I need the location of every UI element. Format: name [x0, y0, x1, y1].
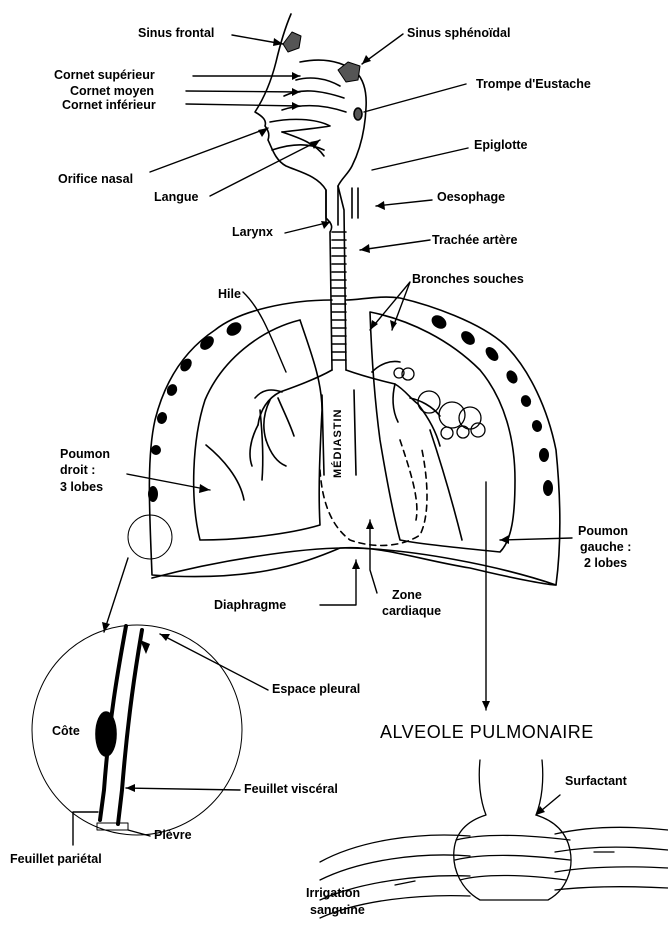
label-cote: Côte: [52, 724, 80, 738]
oesophagus: [352, 188, 358, 218]
label-zone-cardiaque-1: Zone: [392, 588, 422, 602]
label-cornet-superieur: Cornet supérieur: [54, 68, 155, 82]
label-orifice-nasal: Orifice nasal: [58, 172, 133, 186]
label-diaphragme: Diaphragme: [214, 598, 286, 612]
rib-zoom: [96, 712, 116, 756]
alveole-title: ALVEOLE PULMONAIRE: [380, 725, 594, 739]
label-bronches: Bronches souches: [412, 272, 524, 286]
label-irrigation-2: sanguine: [310, 903, 365, 917]
label-poumon-droit-1: Poumon: [60, 447, 110, 461]
head-outline: [255, 14, 366, 225]
rib-marks: [148, 312, 553, 502]
left-lung-outline: [370, 312, 515, 552]
label-poumon-gauche-2: gauche :: [580, 540, 631, 554]
label-mediastin: MÉDIASTIN: [332, 409, 344, 479]
label-poumon-gauche-1: Poumon: [578, 524, 628, 538]
bronchi-tree: [250, 361, 440, 466]
label-surfactant: Surfactant: [565, 774, 627, 788]
trompe-shape: [354, 108, 362, 120]
alveoli-cluster: [394, 368, 485, 439]
right-lung-outline: [194, 320, 322, 540]
label-epiglotte: Epiglotte: [474, 138, 527, 152]
label-espace-pleural: Espace pleural: [272, 682, 360, 696]
label-poumon-droit-3: 3 lobes: [60, 480, 103, 494]
label-sinus-frontal: Sinus frontal: [138, 26, 214, 40]
label-poumon-gauche-3: 2 lobes: [584, 556, 627, 570]
label-hile: Hile: [218, 287, 241, 301]
trachea: [326, 186, 346, 370]
label-feuillet-parietal: Feuillet pariétal: [10, 852, 102, 866]
label-larynx: Larynx: [232, 225, 273, 239]
sinus-sphenoidal-shape: [338, 62, 360, 82]
label-feuillet-visceral: Feuillet viscéral: [244, 782, 338, 796]
label-oesophage: Oesophage: [437, 190, 505, 204]
label-trompe-eustache: Trompe d'Eustache: [476, 77, 591, 91]
label-poumon-droit-2: droit :: [60, 463, 95, 477]
label-langue: Langue: [154, 190, 198, 204]
label-irrigation-1: Irrigation: [306, 886, 360, 900]
label-cornet-moyen: Cornet moyen: [70, 84, 154, 98]
label-zone-cardiaque-2: cardiaque: [382, 604, 441, 618]
label-trachee: Trachée artère: [432, 233, 517, 247]
label-sinus-sphenoidal: Sinus sphénoïdal: [407, 26, 511, 40]
label-cornet-inferieur: Cornet inférieur: [62, 98, 156, 112]
sinus-frontal-shape: [283, 32, 301, 52]
label-plevre: Plèvre: [154, 828, 192, 842]
